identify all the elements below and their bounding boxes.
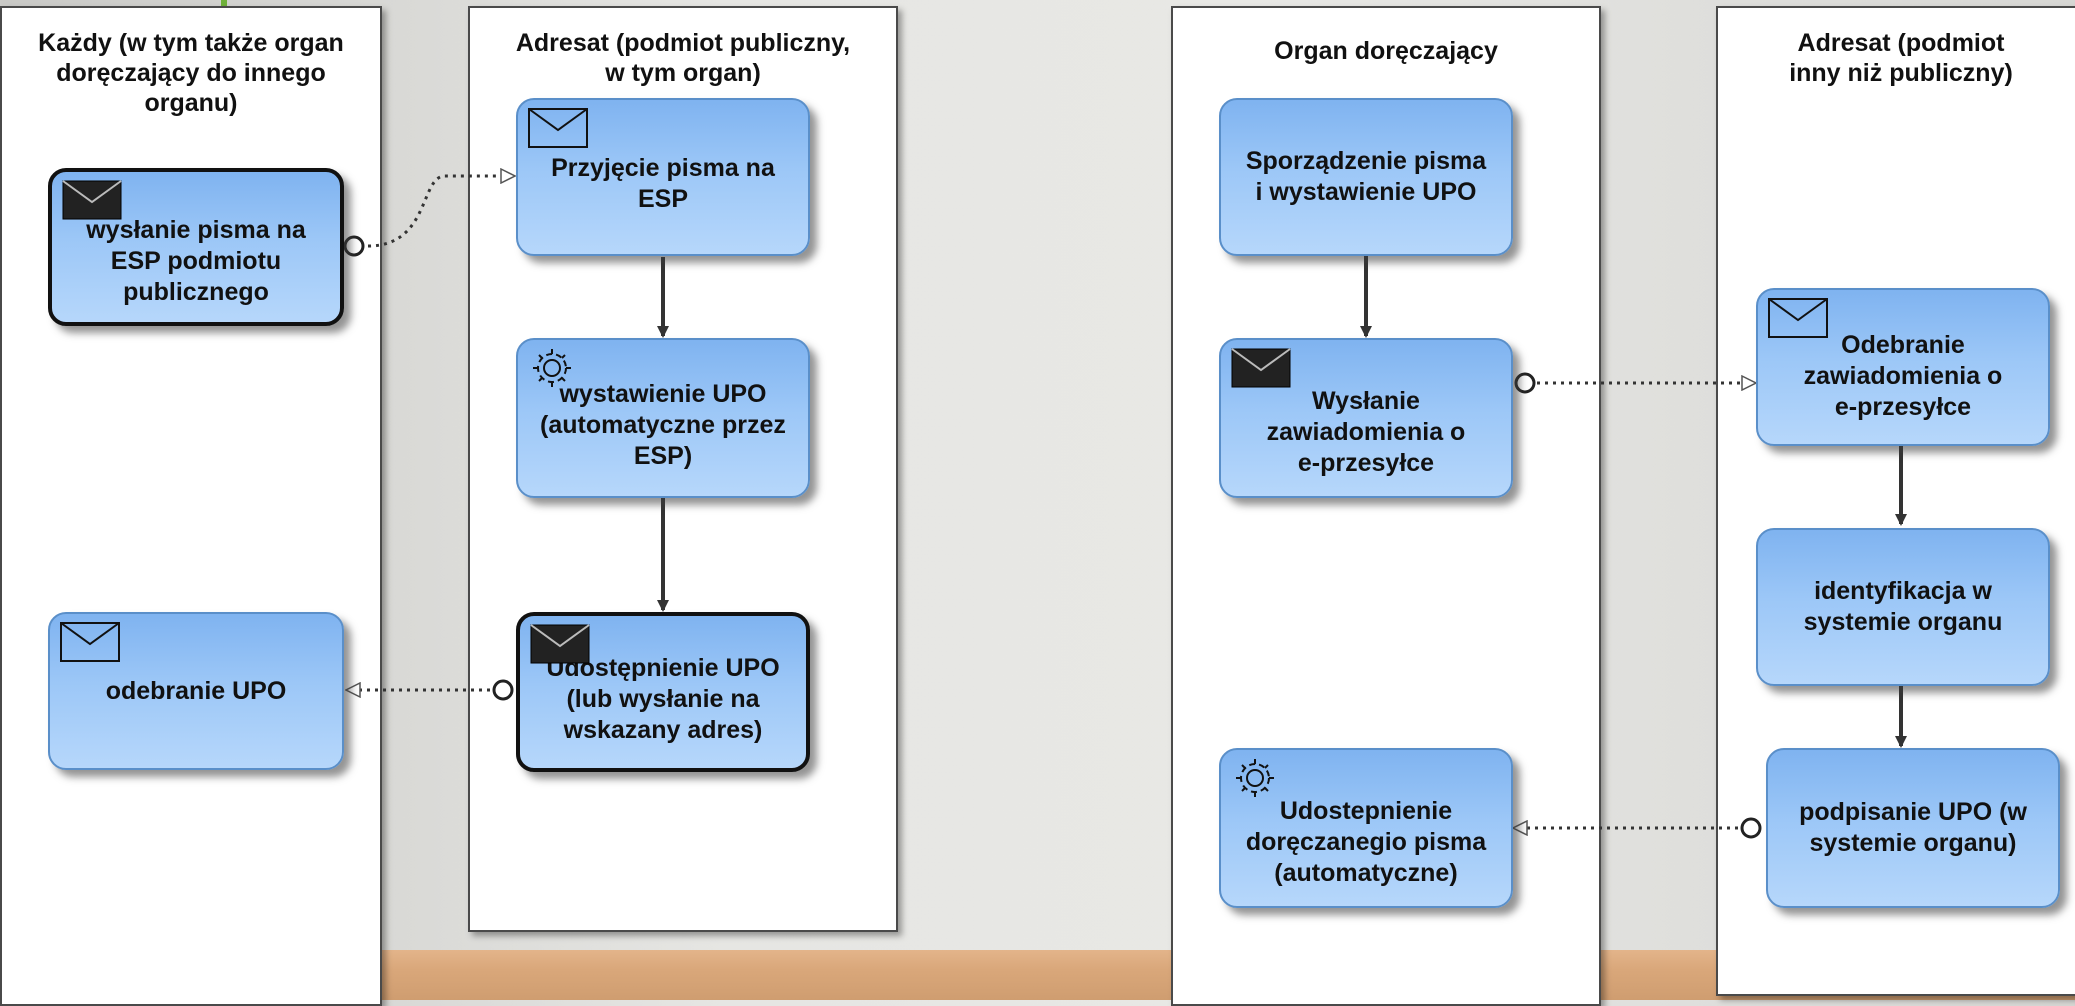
message-flow-start bbox=[492, 679, 514, 701]
task-label: odebranie UPO bbox=[105, 676, 287, 705]
task-label: identyfikacja w systemie organu bbox=[1803, 577, 2003, 636]
gear-icon bbox=[1236, 759, 1274, 797]
task-wystawienie-upo[interactable]: wystawienie UPO (automatyczne przez ESP) bbox=[516, 338, 810, 498]
task-label: Wysłanie zawiadomienia o e-przesyłce bbox=[1266, 386, 1466, 477]
task-label: Przyjęcie pisma na ESP bbox=[551, 154, 775, 213]
task-identyfikacja[interactable]: identyfikacja w systemie organu bbox=[1756, 528, 2050, 686]
message-flow-start bbox=[1514, 372, 1536, 394]
task-label: Odebranie zawiadomienia o e-przesyłce bbox=[1803, 330, 2003, 421]
task-odebranie-zawiadomienia[interactable]: Odebranie zawiadomienia o e-przesyłce bbox=[1756, 288, 2050, 446]
task-wyslanie-pisma[interactable]: wysłanie pisma na ESP podmiotu publiczne… bbox=[48, 168, 344, 326]
message-flow-start bbox=[343, 235, 365, 257]
lane-title: Każdy (w tym także organ doręczający do … bbox=[38, 29, 344, 117]
task-label: Sporządzenie pisma i wystawienie UPO bbox=[1245, 147, 1487, 206]
envelope-outline-icon bbox=[60, 622, 120, 662]
task-label: wystawienie UPO (automatyczne przez ESP) bbox=[540, 379, 786, 470]
message-flow bbox=[367, 176, 514, 248]
task-udostepnienie-upo[interactable]: Udostępnienie UPO (lub wysłanie na wskaz… bbox=[516, 612, 810, 772]
lane-title: Adresat (podmiot publiczny, w tym organ) bbox=[515, 29, 851, 87]
task-label: wysłanie pisma na ESP podmiotu publiczne… bbox=[86, 215, 306, 306]
envelope-filled-icon bbox=[1231, 348, 1291, 388]
task-sporzadzenie-pisma[interactable]: Sporządzenie pisma i wystawienie UPO bbox=[1219, 98, 1513, 256]
message-flow-start bbox=[1740, 817, 1762, 839]
task-podpisanie-upo[interactable]: podpisanie UPO (w systemie organu) bbox=[1766, 748, 2060, 908]
task-label: Udostępnienie UPO (lub wysłanie na wskaz… bbox=[546, 653, 780, 744]
task-label: Udostepnienie doręczanegio pisma (automa… bbox=[1245, 796, 1487, 887]
envelope-outline-icon bbox=[1768, 298, 1828, 338]
task-wyslanie-zawiadomienia[interactable]: Wysłanie zawiadomienia o e-przesyłce bbox=[1219, 338, 1513, 498]
task-odebranie-upo[interactable]: odebranie UPO bbox=[48, 612, 344, 770]
task-label: podpisanie UPO (w systemie organu) bbox=[1799, 798, 2027, 857]
task-udostepnienie-pisma[interactable]: Udostepnienie doręczanegio pisma (automa… bbox=[1219, 748, 1513, 908]
lane-title: Organ doręczający bbox=[1274, 37, 1498, 65]
envelope-filled-icon bbox=[62, 180, 122, 220]
lane-title: Adresat (podmiot inny niż publiczny) bbox=[1789, 29, 2013, 87]
gear-icon bbox=[533, 349, 571, 387]
envelope-outline-icon bbox=[528, 108, 588, 148]
task-przyjecie-pisma[interactable]: Przyjęcie pisma na ESP bbox=[516, 98, 810, 256]
envelope-filled-icon bbox=[530, 624, 590, 664]
